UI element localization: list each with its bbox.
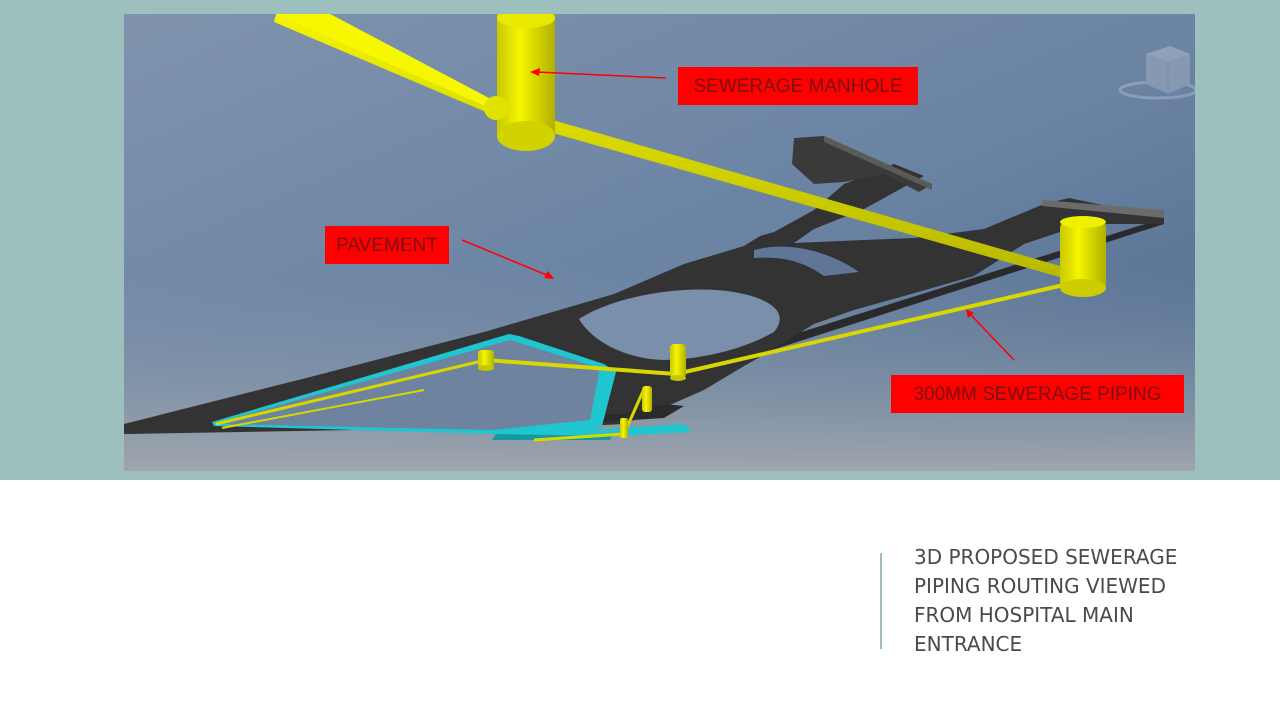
slide-caption: 3D PROPOSED SEWERAGE PIPING ROUTING VIEW… (914, 545, 1178, 656)
pavement-label: PAVEMENT (325, 226, 449, 264)
sewerage-manhole (484, 14, 555, 151)
small-manholes (478, 344, 686, 438)
pavement (124, 136, 1164, 434)
sewerage-piping-label: 300MM SEWERAGE PIPING (891, 375, 1184, 413)
annotation-arrows (461, 68, 1015, 361)
sewerage-manhole-label: SEWERAGE MANHOLE (678, 67, 918, 105)
main-sewer-pipe (274, 14, 1074, 280)
right-manhole (1060, 216, 1106, 297)
viewcube-icon[interactable] (1118, 46, 1195, 100)
caption-divider (880, 553, 882, 649)
small-pipes (215, 282, 1069, 442)
3d-model-viewport[interactable] (124, 14, 1195, 471)
model-render (124, 14, 1195, 471)
